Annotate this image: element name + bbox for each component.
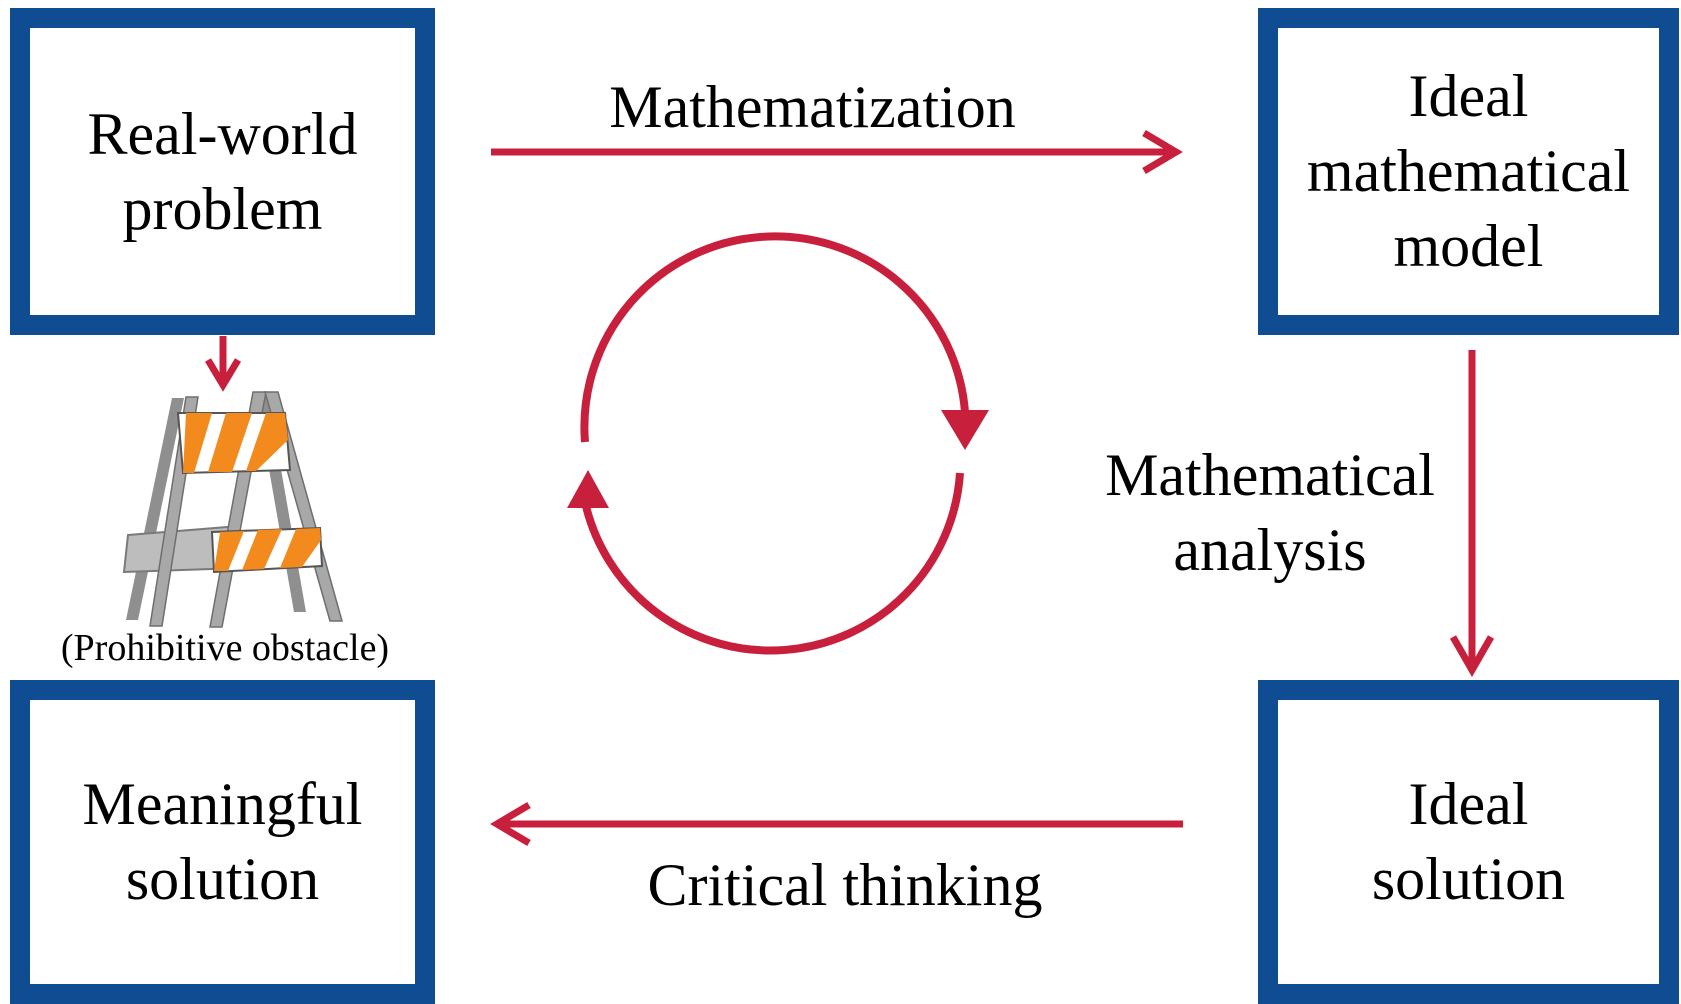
meaningful-solution-box: Meaningful solution (10, 680, 435, 1004)
real-world-problem-box: Real-world problem (10, 8, 435, 335)
meaningful-solution-label: Meaningful solution (82, 771, 363, 912)
circular-arrows-icon (567, 232, 989, 655)
real-world-problem-label: Real-world problem (87, 100, 358, 242)
mathematical-analysis-label: Mathematical analysis (1105, 442, 1435, 583)
road-barricade-icon (122, 391, 343, 628)
ideal-solution-box: Ideal solution (1258, 680, 1679, 1004)
obstacle-arrow (204, 336, 242, 392)
ideal-solution-label: Ideal solution (1371, 771, 1566, 912)
critical-thinking-arrow (490, 801, 1183, 847)
ideal-mathematical-model-label: Ideal mathematical model (1306, 63, 1631, 279)
ideal-mathematical-model-box: Ideal mathematical model (1258, 8, 1679, 335)
mathematization-label: Mathematization (609, 74, 1016, 140)
prohibitive-obstacle-label: (Prohibitive obstacle) (60, 627, 390, 669)
critical-thinking-label: Critical thinking (647, 852, 1043, 918)
